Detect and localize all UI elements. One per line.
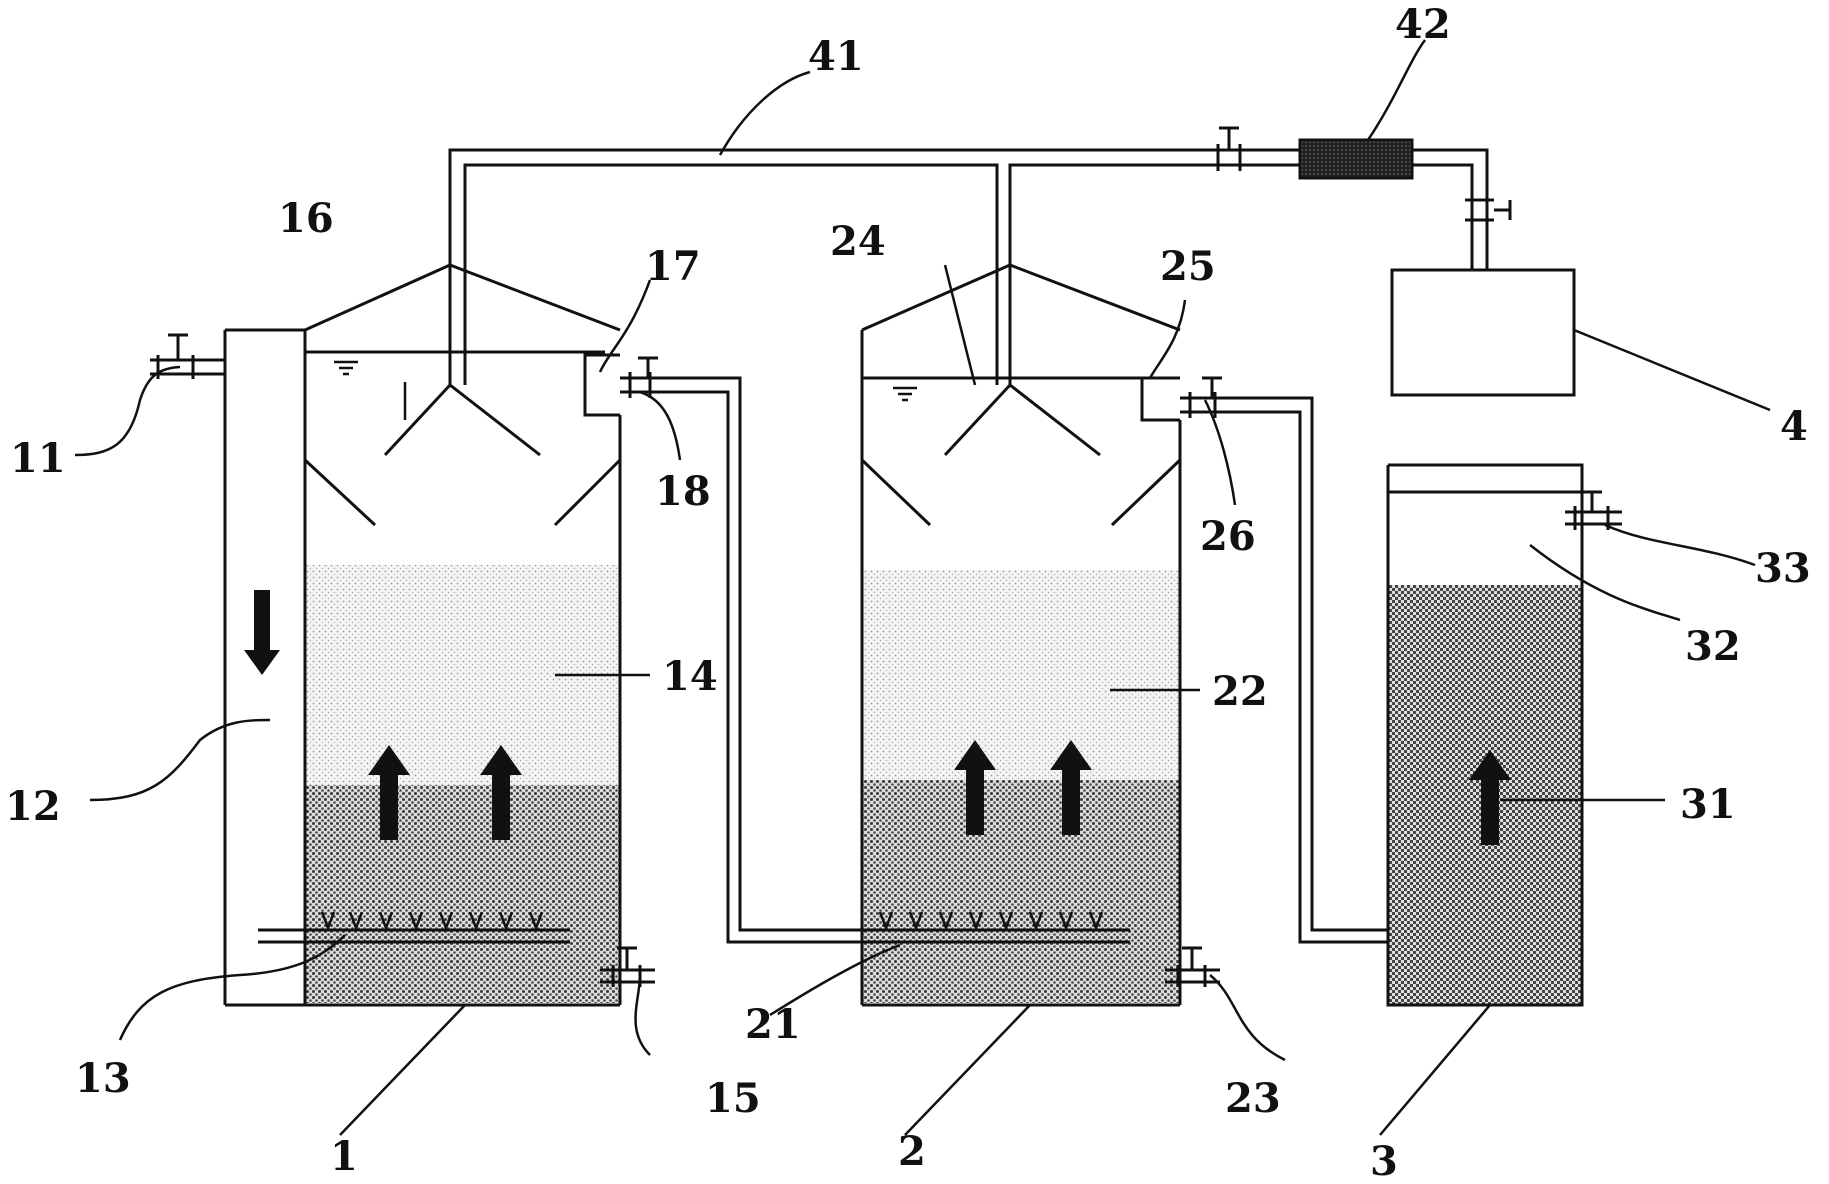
label-11: 11 (10, 435, 66, 482)
gas-meter-valve (1465, 198, 1512, 222)
label-33: 33 (1755, 545, 1811, 592)
reactor-2-sludge-light (862, 570, 1180, 780)
label-1: 1 (330, 1133, 358, 1180)
leader-lines (74, 39, 1771, 1136)
label-3: 3 (1370, 1138, 1398, 1184)
reactor-1-sludge-valve (600, 946, 655, 987)
reactor-2 (752, 263, 1225, 1007)
column-3-vessel (1386, 463, 1584, 1007)
label-18: 18 (655, 468, 711, 515)
reactor-1-overflow-weir (583, 353, 620, 417)
reactor-2-deflector-right (1110, 458, 1182, 527)
reactor-1-nozzles (320, 911, 544, 932)
label-31: 31 (1680, 781, 1736, 828)
reactor-1-deflector-right (553, 458, 622, 527)
pipe-2-to-3 (1225, 396, 1388, 944)
label-2: 2 (898, 1128, 926, 1175)
reactor-2-nozzles (878, 911, 1104, 932)
gas-collector-4 (1390, 268, 1576, 397)
reactor-2-sludge-valve (1165, 946, 1220, 987)
reactor-2-water-level-icon (893, 386, 917, 402)
gas-pipe (448, 148, 1489, 385)
labels: 1 2 3 4 11 12 13 14 15 16 17 18 21 22 23… (5, 1, 1811, 1184)
reactor-1-down-arrow-icon (244, 590, 280, 675)
reactor-1-gas-hood (383, 382, 541, 457)
reactor-2-up-arrow-icon-2 (1050, 740, 1092, 835)
reactor-2-up-arrow-icon (954, 740, 996, 835)
reactor-1-outlet-valve (620, 356, 658, 398)
reactor-1-up-arrow-icon-2 (480, 745, 522, 840)
label-25: 25 (1160, 243, 1216, 290)
label-4: 4 (1780, 403, 1808, 450)
label-22: 22 (1212, 668, 1268, 715)
reactor-1-water-level-icon (334, 360, 358, 376)
reactor-1-roof (304, 263, 621, 332)
label-15: 15 (705, 1075, 761, 1122)
label-42: 42 (1395, 1, 1451, 48)
column-3-outlet-valve (1565, 490, 1622, 530)
column-3-up-arrow-icon (1469, 750, 1511, 845)
label-13: 13 (75, 1055, 131, 1102)
label-32: 32 (1685, 623, 1741, 670)
reactor-2-deflector-left (860, 458, 932, 527)
label-24: 24 (830, 218, 886, 265)
label-23: 23 (1225, 1075, 1281, 1122)
label-17: 17 (645, 243, 701, 290)
gas-filter (1298, 138, 1414, 180)
reactor-2-overflow-weir (1140, 376, 1180, 422)
label-41: 41 (808, 33, 864, 80)
reactor-2-roof (861, 263, 1181, 332)
reactor-2-sludge-dense (862, 780, 1180, 1003)
reactor-2-outlet-valve (1180, 376, 1225, 418)
label-14: 14 (662, 653, 718, 700)
reactor-1-sludge-dense (305, 785, 620, 1003)
column-3 (1386, 463, 1622, 1007)
label-26: 26 (1200, 513, 1256, 560)
reactor-1 (150, 263, 658, 1007)
reactor-1-inlet-valve (150, 333, 225, 379)
reactor-2-gas-hood (943, 382, 1101, 457)
gas-pipe-valve (1216, 126, 1242, 171)
reactor-1-up-arrow-icon (368, 745, 410, 840)
label-21: 21 (745, 1001, 801, 1048)
label-16: 16 (278, 195, 334, 242)
pipe-1-to-2 (655, 376, 752, 944)
label-12: 12 (5, 783, 61, 830)
reactor-1-deflector-left (303, 458, 377, 527)
